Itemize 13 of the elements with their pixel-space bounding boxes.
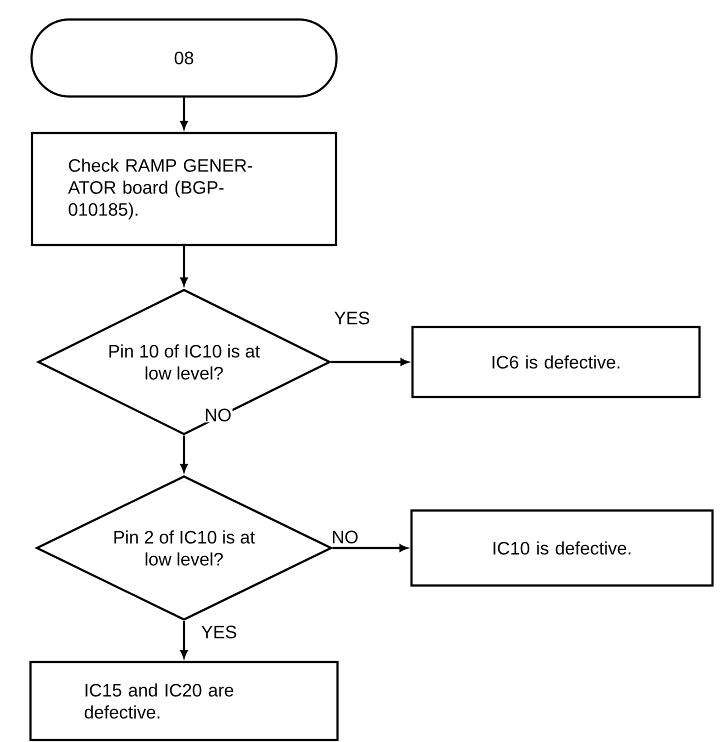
arrow bbox=[180, 436, 188, 472]
process-box: Check RAMP GENER- ATOR board (BGP- 010185). bbox=[30, 132, 338, 246]
arrow bbox=[180, 98, 188, 129]
edge-label: NO bbox=[204, 408, 232, 422]
arrow bbox=[332, 544, 408, 552]
arrow bbox=[180, 246, 188, 286]
process-box: IC10 is defective. bbox=[410, 509, 714, 587]
process-box: IC15 and IC20 are defective. bbox=[29, 660, 339, 742]
process-box: IC6 is defective. bbox=[411, 326, 701, 398]
edge-label: YES bbox=[333, 310, 372, 326]
edge-label: YES bbox=[200, 624, 238, 640]
arrow bbox=[331, 358, 408, 366]
arrow bbox=[180, 621, 188, 658]
